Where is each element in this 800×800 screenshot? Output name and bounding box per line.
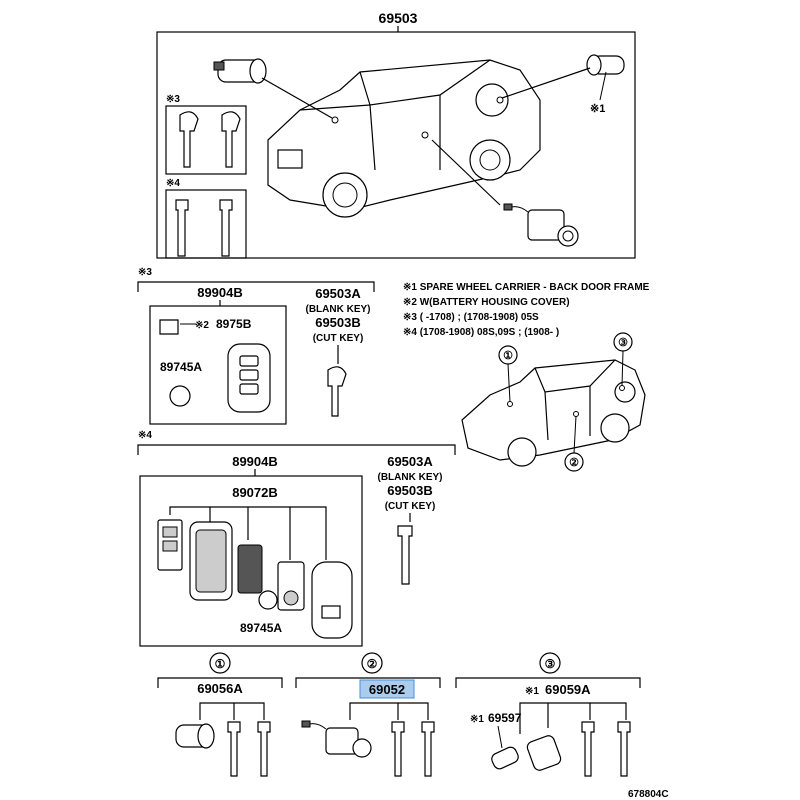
section-3-marker: ※3 — [138, 267, 152, 278]
part-number-89745A[interactable]: 89745A — [240, 621, 282, 635]
key-group-3-marker: ※3 — [166, 94, 180, 105]
battery-cover-icon — [159, 319, 179, 335]
highlight-69052 — [359, 679, 415, 699]
ignition-cylinder-icon — [213, 58, 267, 84]
set-2-circle — [361, 652, 383, 674]
part-number-69056A[interactable]: 69056A — [197, 681, 243, 696]
part-number-69503A[interactable]: 69503A — [387, 454, 433, 469]
part-number-69052[interactable]: 69052 — [369, 682, 405, 697]
key-icon — [227, 721, 241, 777]
section-4-marker: ※4 — [138, 430, 152, 441]
set-1-number: ① — [215, 657, 226, 671]
note-1-marker: ※1 — [590, 103, 605, 115]
set-2-bracket — [295, 677, 441, 688]
diagram-code: 678804C — [628, 789, 669, 800]
leader-69059A — [519, 702, 627, 734]
set-3-number: ③ — [545, 657, 556, 671]
key-group-4-marker: ※4 — [166, 178, 180, 189]
note-2-marker: ※2 — [195, 320, 209, 331]
part-number-89904B[interactable]: 89904B — [197, 285, 243, 300]
key-icon — [617, 721, 631, 777]
key-icon — [397, 525, 413, 585]
part-number-69059A[interactable]: 69059A — [545, 682, 591, 697]
battery-icon — [258, 590, 278, 610]
blank-key-note: (BLANK KEY) — [306, 304, 371, 315]
legend-line-3: ※3 ( -1708) ; (1708-1908) 05S — [403, 312, 539, 323]
leader-69597 — [497, 725, 503, 749]
part-number-69597[interactable]: 69597 — [488, 711, 522, 725]
smart-key-box — [149, 305, 287, 425]
set-3-circle — [539, 652, 561, 674]
cylinder-parts-icon — [491, 735, 562, 771]
battery-icon — [169, 385, 191, 407]
set-3-bracket — [455, 677, 641, 688]
ignition-cylinder-icon — [175, 723, 215, 749]
part-number-69503A[interactable]: 69503A — [315, 286, 361, 301]
vehicle-callout-1: ① — [503, 350, 513, 362]
set-1-bracket — [157, 677, 283, 688]
leader-callout-1 — [507, 363, 511, 403]
smart-key-box-2 — [139, 475, 363, 647]
cut-key-note: (CUT KEY) — [385, 501, 436, 512]
part-number-89745A[interactable]: 89745A — [160, 360, 202, 374]
legend-line-2: ※2 W(BATTERY HOUSING COVER) — [403, 297, 570, 308]
door-lock-cylinder-icon — [301, 720, 372, 758]
part-number-69503B[interactable]: 69503B — [315, 315, 361, 330]
leader-69056A — [199, 702, 265, 720]
key-fob-parts-icon — [157, 519, 353, 639]
leader-callout-3 — [621, 350, 624, 387]
part-number-89904B[interactable]: 89904B — [232, 454, 278, 469]
set-2-number: ② — [367, 657, 378, 671]
key-icon — [581, 721, 595, 777]
part-number-69503[interactable]: 69503 — [379, 10, 418, 26]
smart-key-fob-icon — [227, 343, 271, 413]
vehicle-callout-3: ③ — [618, 337, 628, 349]
legend-line-1: ※1 SPARE WHEEL CARRIER - BACK DOOR FRAME — [403, 282, 650, 293]
set-1-circle — [209, 652, 231, 674]
blank-key-note: (BLANK KEY) — [378, 472, 443, 483]
part-number-69503B[interactable]: 69503B — [387, 483, 433, 498]
cut-key-note: (CUT KEY) — [313, 333, 364, 344]
leader-69052 — [349, 702, 429, 720]
legend-line-4: ※4 (1708-1908) 08S,09S ; (1908- ) — [403, 327, 559, 338]
key-icon — [165, 189, 247, 259]
key-icon — [327, 366, 347, 417]
key-icon — [391, 721, 405, 777]
key-icon — [165, 105, 247, 175]
vehicle-illustration-small — [461, 359, 646, 467]
set-3-prefix: ※1 — [525, 686, 539, 697]
leader-note-1 — [599, 71, 607, 101]
door-lock-cylinder-icon — [503, 203, 579, 247]
vehicle-callout-2: ② — [569, 457, 579, 469]
back-door-cylinder-icon — [586, 54, 625, 76]
part-number-89072B[interactable]: 89072B — [232, 485, 278, 500]
key-icon — [421, 721, 435, 777]
section-4-bracket — [137, 444, 456, 455]
key-icon — [257, 721, 271, 777]
leader-callout-2 — [573, 415, 577, 454]
vehicle-illustration-large — [267, 59, 541, 218]
part-number-8975B[interactable]: 8975B — [216, 317, 252, 331]
set-3-sub-prefix: ※1 — [470, 714, 484, 725]
section-3-bracket — [137, 281, 375, 292]
top-assembly-frame — [156, 31, 636, 259]
arrow-lines-top — [261, 67, 591, 206]
